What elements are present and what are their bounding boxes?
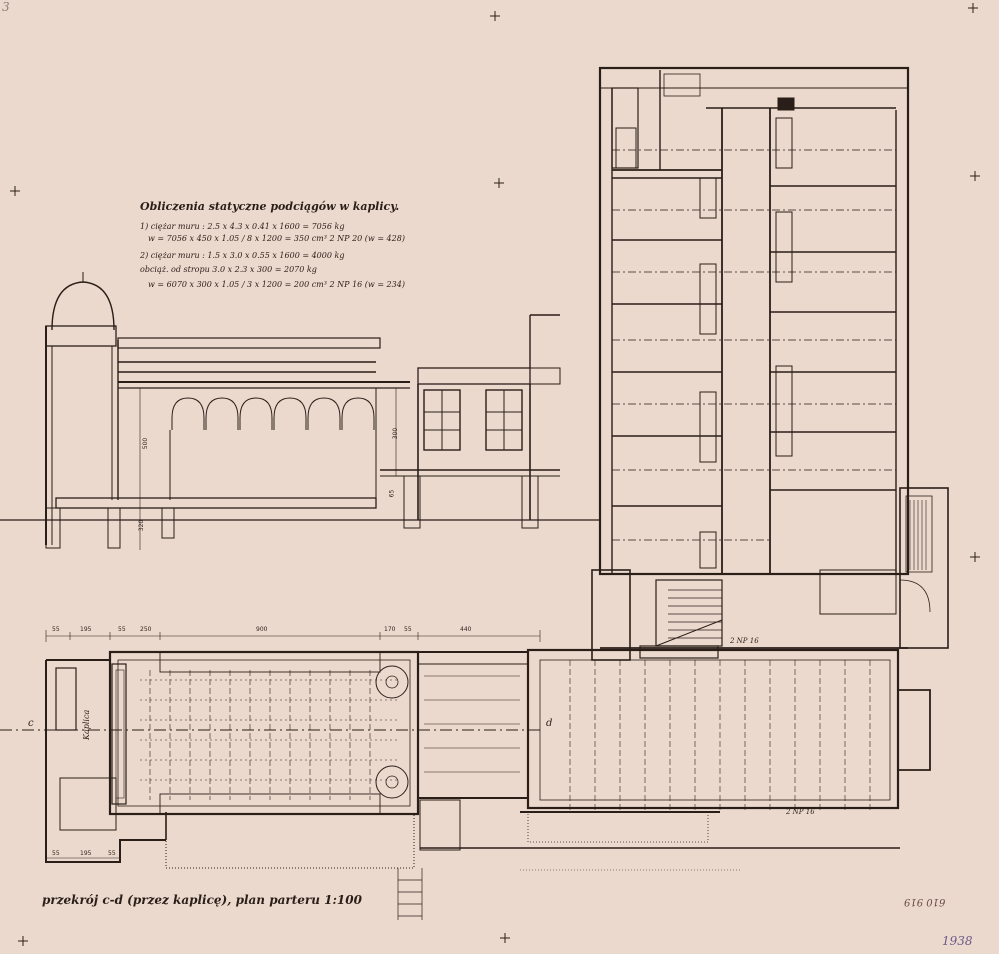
calculation-line-2: w = 7056 x 450 x 1.05 / 8 x 1200 = 350 c… xyxy=(148,234,405,243)
dimension: 55 xyxy=(404,626,412,633)
drawing-caption: przekrój c-d (przez kaplicę), plan parte… xyxy=(42,893,362,907)
edge-mark: 3 xyxy=(2,0,10,14)
calculation-line-5: w = 6070 x 300 x 1.05 / 3 x 1200 = 200 c… xyxy=(148,280,405,289)
margin-note: 610 919 xyxy=(904,896,946,907)
beam-label-upper: 2 NP 16 xyxy=(730,637,759,645)
dimension: 55 xyxy=(52,626,60,633)
dimension: 440 xyxy=(460,626,472,633)
dimension: 195 xyxy=(80,626,92,633)
room-label-kaplica: Kaplica xyxy=(82,709,91,740)
registration-marks xyxy=(10,3,980,946)
dimension: 55 xyxy=(108,850,116,857)
year-stamp: 1938 xyxy=(942,934,973,948)
dimension: 320 xyxy=(138,519,146,532)
ground-floor-plan xyxy=(0,630,931,920)
wing-plan xyxy=(591,66,949,661)
dimension: 195 xyxy=(80,850,92,857)
dimension: 900 xyxy=(256,626,268,633)
section-marker-c: c xyxy=(28,718,34,729)
section-cd xyxy=(0,272,600,550)
dimension: 250 xyxy=(140,626,152,633)
calculation-line-1: 1) ciężar muru : 2.5 x 4.3 x 0.41 x 1600… xyxy=(140,222,345,231)
dimension: 55 xyxy=(52,850,60,857)
dimension: 300 xyxy=(392,427,400,440)
dimension: 170 xyxy=(384,626,396,633)
dimension: 500 xyxy=(142,437,150,450)
calculation-title: Obliczenia statyczne podciągów w kaplicy… xyxy=(140,200,400,213)
dimension: 65 xyxy=(388,489,396,498)
calculation-line-4: obciąż. od stropu 3.0 x 2.3 x 300 = 2070… xyxy=(140,265,317,274)
beam-label: 2 NP 16 xyxy=(786,808,815,816)
dimension: 55 xyxy=(118,626,126,633)
section-marker-d: d xyxy=(546,718,553,729)
calculation-line-3: 2) ciężar muru : 1.5 x 3.0 x 0.55 x 1600… xyxy=(140,251,345,260)
